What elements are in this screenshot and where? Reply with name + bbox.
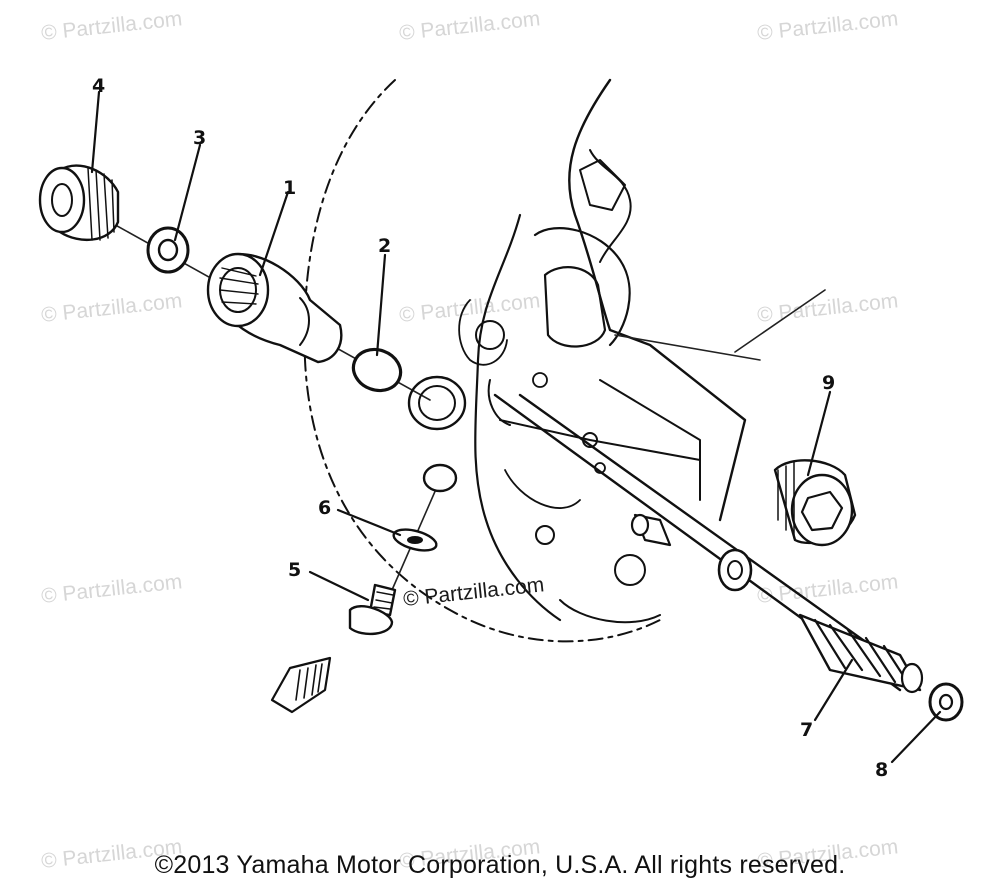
watermark: © Partzilla.com (40, 7, 183, 45)
part-8-washer (928, 682, 964, 722)
crankcase-housing (303, 78, 826, 643)
callout-4: 4 (92, 75, 105, 97)
shaft-assembly-right (493, 393, 964, 722)
callout-9: 9 (822, 372, 835, 394)
watermark: © Partzilla.com (398, 289, 541, 327)
callout-3: 3 (193, 127, 206, 149)
watermark: © Partzilla.com (756, 289, 899, 327)
callout-2: 2 (378, 235, 391, 257)
watermark-layer: © Partzilla.com © Partzilla.com © Partzi… (40, 7, 899, 873)
watermark: © Partzilla.com (398, 7, 541, 45)
part-2-o-ring (351, 347, 403, 393)
part-9-plug (773, 459, 857, 547)
front-arrow-icon (270, 656, 332, 714)
copyright-notice: ©2013 Yamaha Motor Corporation, U.S.A. A… (154, 851, 846, 879)
callout-5: 5 (288, 559, 301, 581)
callout-labels: 4 3 1 2 6 5 9 7 8 (92, 75, 888, 781)
callout-6: 6 (318, 497, 331, 519)
callout-8: 8 (875, 759, 888, 781)
part-4-plug (38, 164, 120, 241)
part-3-washer (146, 226, 190, 274)
shaft-assembly-left (38, 164, 467, 431)
callout-7: 7 (800, 719, 813, 741)
watermark: © Partzilla.com (756, 7, 899, 45)
watermark: © Partzilla.com (756, 570, 899, 608)
callout-1: 1 (283, 177, 296, 199)
leader-lines (90, 90, 942, 764)
center-watermark: © Partzilla.com (402, 573, 545, 611)
part-5-bolt (348, 583, 397, 636)
part-6-gasket (392, 528, 438, 552)
watermark: © Partzilla.com (40, 570, 183, 608)
part-1-sleeve (206, 252, 343, 364)
part-7-gear (798, 613, 924, 694)
watermark: © Partzilla.com (40, 289, 183, 327)
bolt-assembly (348, 463, 458, 636)
